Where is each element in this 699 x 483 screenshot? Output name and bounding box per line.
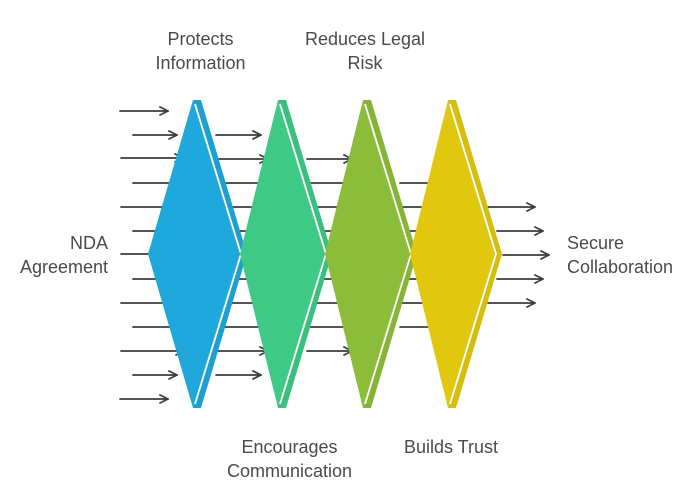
stage-3-label-line-1: Reduces Legal: [304, 29, 426, 49]
stage-1-label-line-1: Protects: [167, 29, 234, 49]
stage-4-label-line-1: Builds Trust: [403, 437, 499, 457]
stage-2-label-line-2: Communication: [226, 461, 353, 481]
stage-3-label-line-2: Risk: [347, 53, 383, 73]
stage-1-label-line-2: Information: [155, 53, 246, 73]
stage-label-builds-trust: Builds Trust: [376, 435, 526, 459]
input-label: NDA Agreement: [0, 231, 108, 279]
stage-shape-2: [240, 100, 324, 408]
stage-shape-3: [325, 100, 409, 408]
output-label-line-1: Secure: [567, 233, 625, 253]
input-label-line-2: Agreement: [19, 257, 108, 277]
output-label: Secure Collaboration: [567, 231, 692, 279]
input-label-line-1: NDA: [69, 233, 108, 253]
output-label-line-2: Collaboration: [567, 257, 674, 277]
stage-highlight-4: [449, 103, 497, 405]
stage-shape-1: [148, 100, 239, 408]
stage-label-encourages-communication: Encourages Communication: [202, 435, 377, 483]
stage-shape-4: [410, 100, 494, 408]
stage-2-label-line-1: Encourages: [241, 437, 338, 457]
stage-label-protects-information: Protects Information: [128, 27, 273, 75]
stage-label-reduces-legal-risk: Reduces Legal Risk: [290, 27, 440, 75]
